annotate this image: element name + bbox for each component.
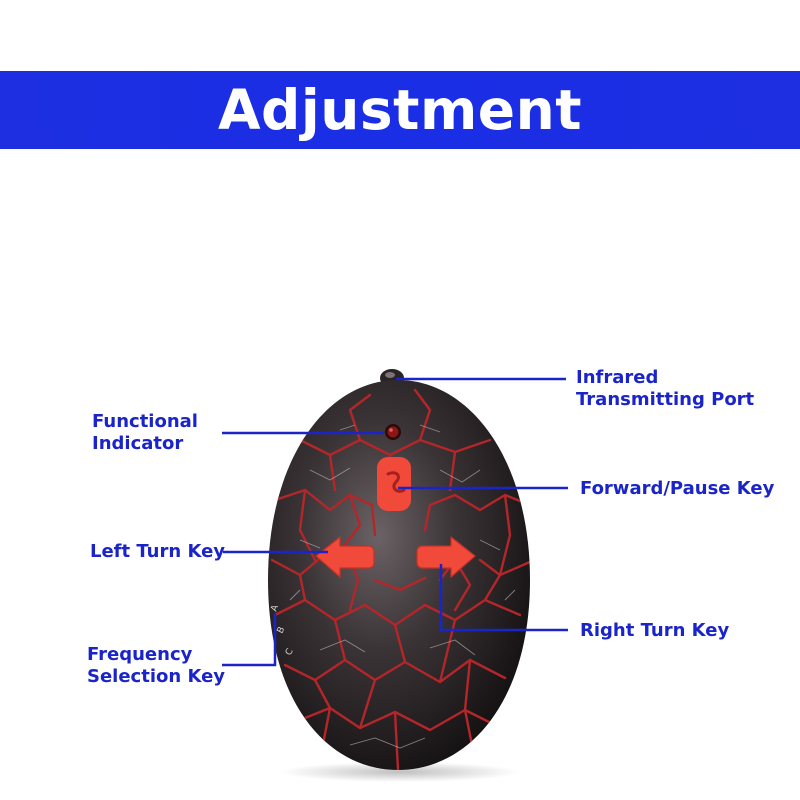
label-indicator-line2: Indicator <box>92 433 184 454</box>
left-turn-key[interactable] <box>315 536 375 578</box>
crack-pattern <box>270 388 530 770</box>
label-infrared-line2: Transmitting Port <box>576 389 755 410</box>
frequency-leader <box>222 614 277 667</box>
label-left-turn-key: Left Turn Key <box>90 541 226 562</box>
title-banner: Adjustment <box>0 71 800 149</box>
frequency-selector[interactable]: A B C <box>269 603 295 657</box>
leader-lines <box>222 377 568 667</box>
label-forward-pause-key: Forward/Pause Key <box>580 478 775 499</box>
surface-texture <box>289 424 516 749</box>
label-frequency-line1: Frequency <box>87 644 193 665</box>
label-infrared-line1: Infrared <box>576 367 659 388</box>
right-turn-key[interactable] <box>416 536 476 578</box>
shadow <box>280 762 520 782</box>
page-title: Adjustment <box>217 78 583 142</box>
label-frequency-line2: Selection Key <box>87 666 226 687</box>
label-infrared-port: Infrared Transmitting Port <box>576 367 754 411</box>
label-frequency-selection-key: Frequency Selection Key <box>87 644 225 688</box>
remote-shell <box>268 380 530 770</box>
frequency-mark-a: A <box>269 603 281 613</box>
label-functional-indicator: Functional Indicator <box>92 411 198 455</box>
frequency-mark-b: B <box>276 625 288 635</box>
pause-symbol <box>386 471 406 493</box>
indicator-led <box>385 424 401 440</box>
label-right-turn-key: Right Turn Key <box>580 620 730 641</box>
right-leader <box>439 564 568 632</box>
label-indicator-line1: Functional <box>92 411 198 432</box>
frequency-mark-c: C <box>284 647 296 657</box>
forward-pause-key[interactable] <box>377 457 411 511</box>
